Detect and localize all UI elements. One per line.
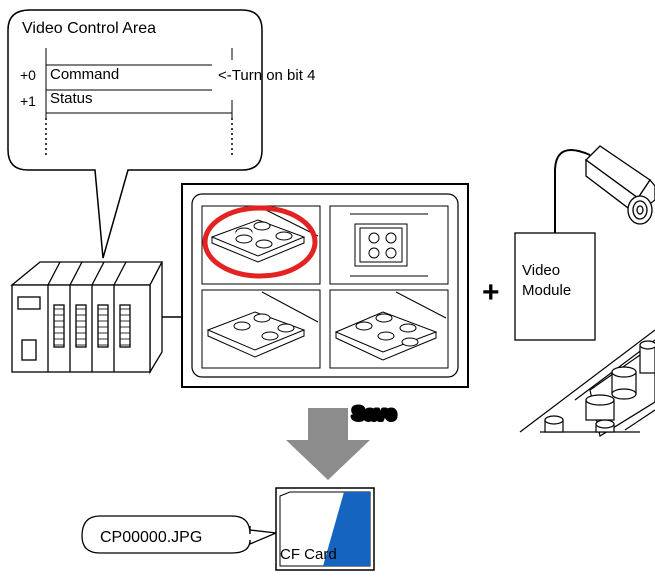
video-control-area-callout: Video Control Area +0 Command +1 Status … — [7, 9, 315, 259]
turn-on-bit-annotation: <-Turn on bit 4 — [218, 67, 315, 84]
camera-view-4 — [329, 289, 449, 369]
camera-icon — [554, 145, 655, 233]
cf-card: CF Card — [275, 487, 375, 571]
plus-sign: + — [482, 276, 500, 309]
file-name-label: CP00000.JPG — [100, 529, 202, 546]
video-module: Video Module — [514, 232, 596, 341]
conveyor-table — [519, 329, 655, 437]
display-panel — [181, 183, 469, 388]
highlight-circle — [202, 205, 318, 279]
cf-card-label: CF Card — [280, 546, 337, 563]
save-label: Save — [352, 404, 396, 425]
video-module-line2: Module — [522, 282, 571, 299]
callout-title: Video Control Area — [22, 20, 156, 37]
row-name-status: Status — [50, 90, 93, 107]
video-module-line1: Video — [522, 262, 560, 279]
row-offset-0: +0 — [20, 67, 36, 83]
camera-view-3 — [201, 289, 321, 369]
row-name-command: Command — [50, 66, 119, 83]
row-offset-1: +1 — [20, 93, 36, 109]
camera-view-2 — [329, 205, 449, 285]
save-arrow: Save — [286, 402, 398, 480]
plc-rack — [10, 261, 164, 375]
file-name-callout: CP00000.JPG — [81, 515, 279, 554]
